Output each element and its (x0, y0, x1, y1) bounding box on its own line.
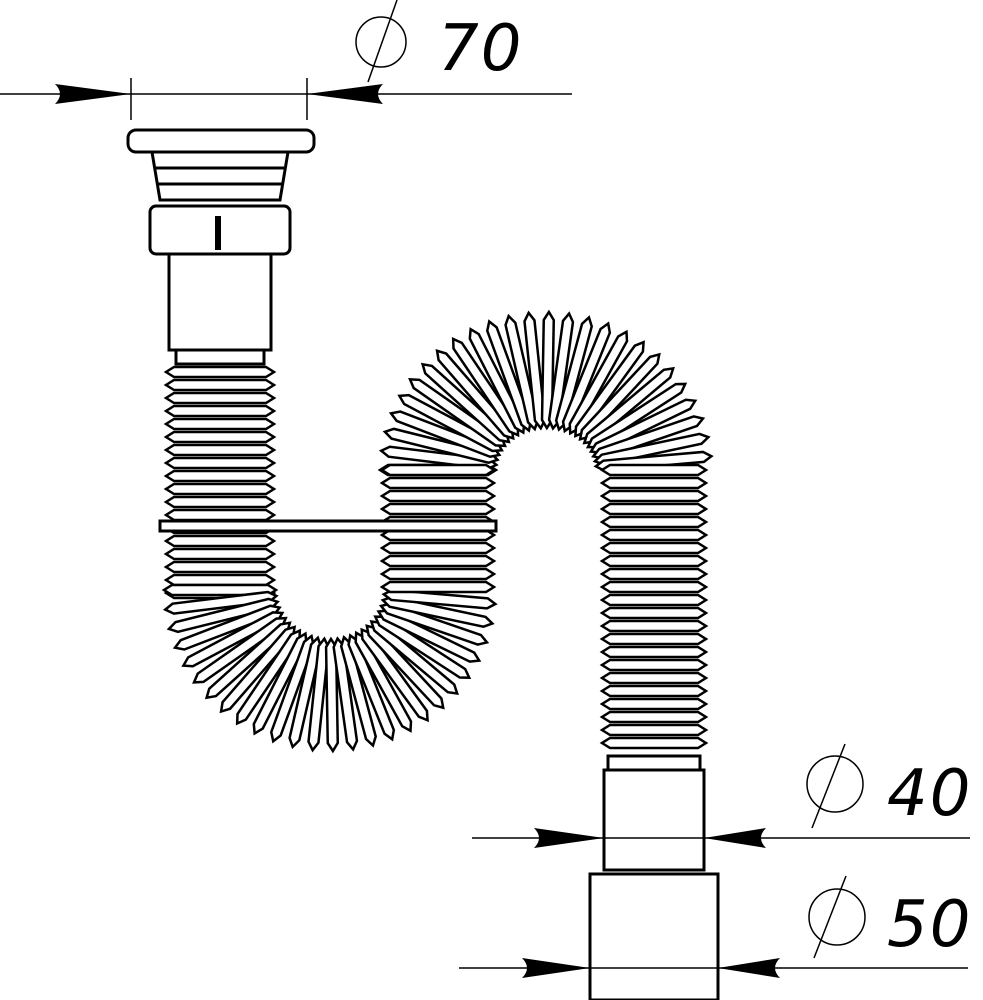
diameter-symbol-icon (806, 743, 864, 829)
dimension-40: 40 (472, 743, 972, 848)
dimension-value-40: 40 (887, 757, 972, 831)
corrugated-pipe-right (599, 463, 709, 750)
clamp-bar (158, 519, 498, 533)
diameter-symbol-icon (808, 875, 866, 959)
outlet-fitting (588, 754, 720, 1000)
corrugated-pipe-left (163, 365, 277, 600)
dimension-value-70: 70 (438, 12, 523, 86)
drain-head (126, 128, 316, 366)
dimension-70: 70 (0, 0, 572, 120)
dimension-50: 50 (459, 875, 972, 978)
dimension-value-50: 50 (887, 888, 972, 962)
corrugated-pipe-bend (161, 309, 714, 754)
diameter-symbol-icon (355, 0, 407, 83)
